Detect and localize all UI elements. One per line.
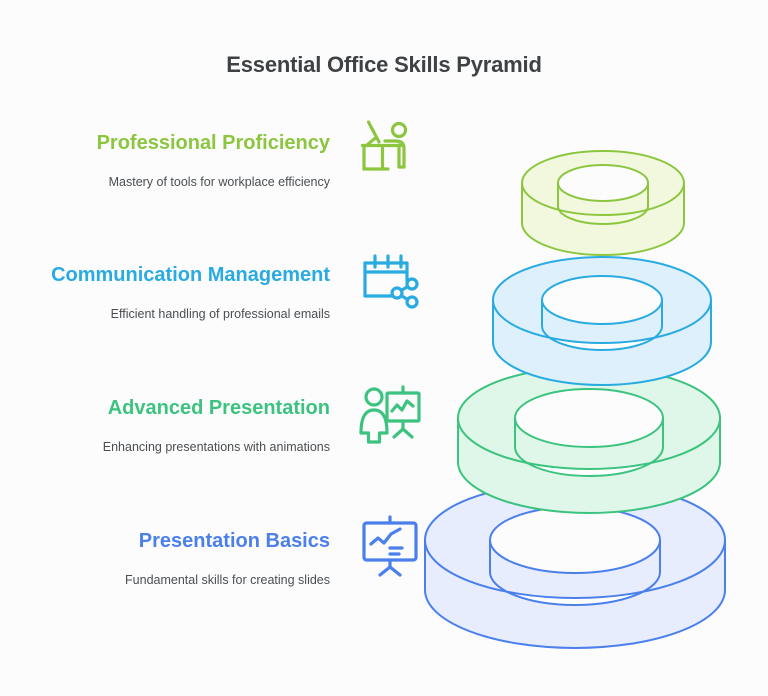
ring-communication-management [492,256,712,386]
presentation-board-icon [355,512,425,582]
level-heading-professional-proficiency: Professional Proficiency [96,132,330,154]
ring-stack-diagram [415,110,760,655]
level-row-presentation-basics: Presentation Basics Fundamental skills f… [0,528,350,588]
level-description-professional-proficiency: Mastery of tools for workplace efficienc… [108,175,330,189]
level-row-professional-proficiency: Professional Proficiency Mastery of tool… [0,130,350,190]
level-description-communication-management: Efficient handling of professional email… [110,307,330,321]
ring-advanced-presentation [457,366,721,514]
page-title: Essential Office Skills Pyramid [226,52,542,77]
level-heading-communication-management: Communication Management [51,264,330,286]
level-description-advanced-presentation: Enhancing presentations with animations [102,440,330,454]
level-row-advanced-presentation: Advanced Presentation Enhancing presenta… [0,395,350,455]
level-description-presentation-basics: Fundamental skills for creating slides [125,573,330,587]
level-row-communication-management: Communication Management Efficient handl… [0,262,350,322]
calendar-share-icon [355,247,425,317]
level-heading-presentation-basics: Presentation Basics [138,530,330,552]
person-at-desk-icon [355,114,425,184]
level-heading-advanced-presentation: Advanced Presentation [107,397,330,419]
presenter-with-board-icon [355,380,425,450]
ring-professional-proficiency [521,150,685,256]
ring-presentation-basics [424,481,726,649]
